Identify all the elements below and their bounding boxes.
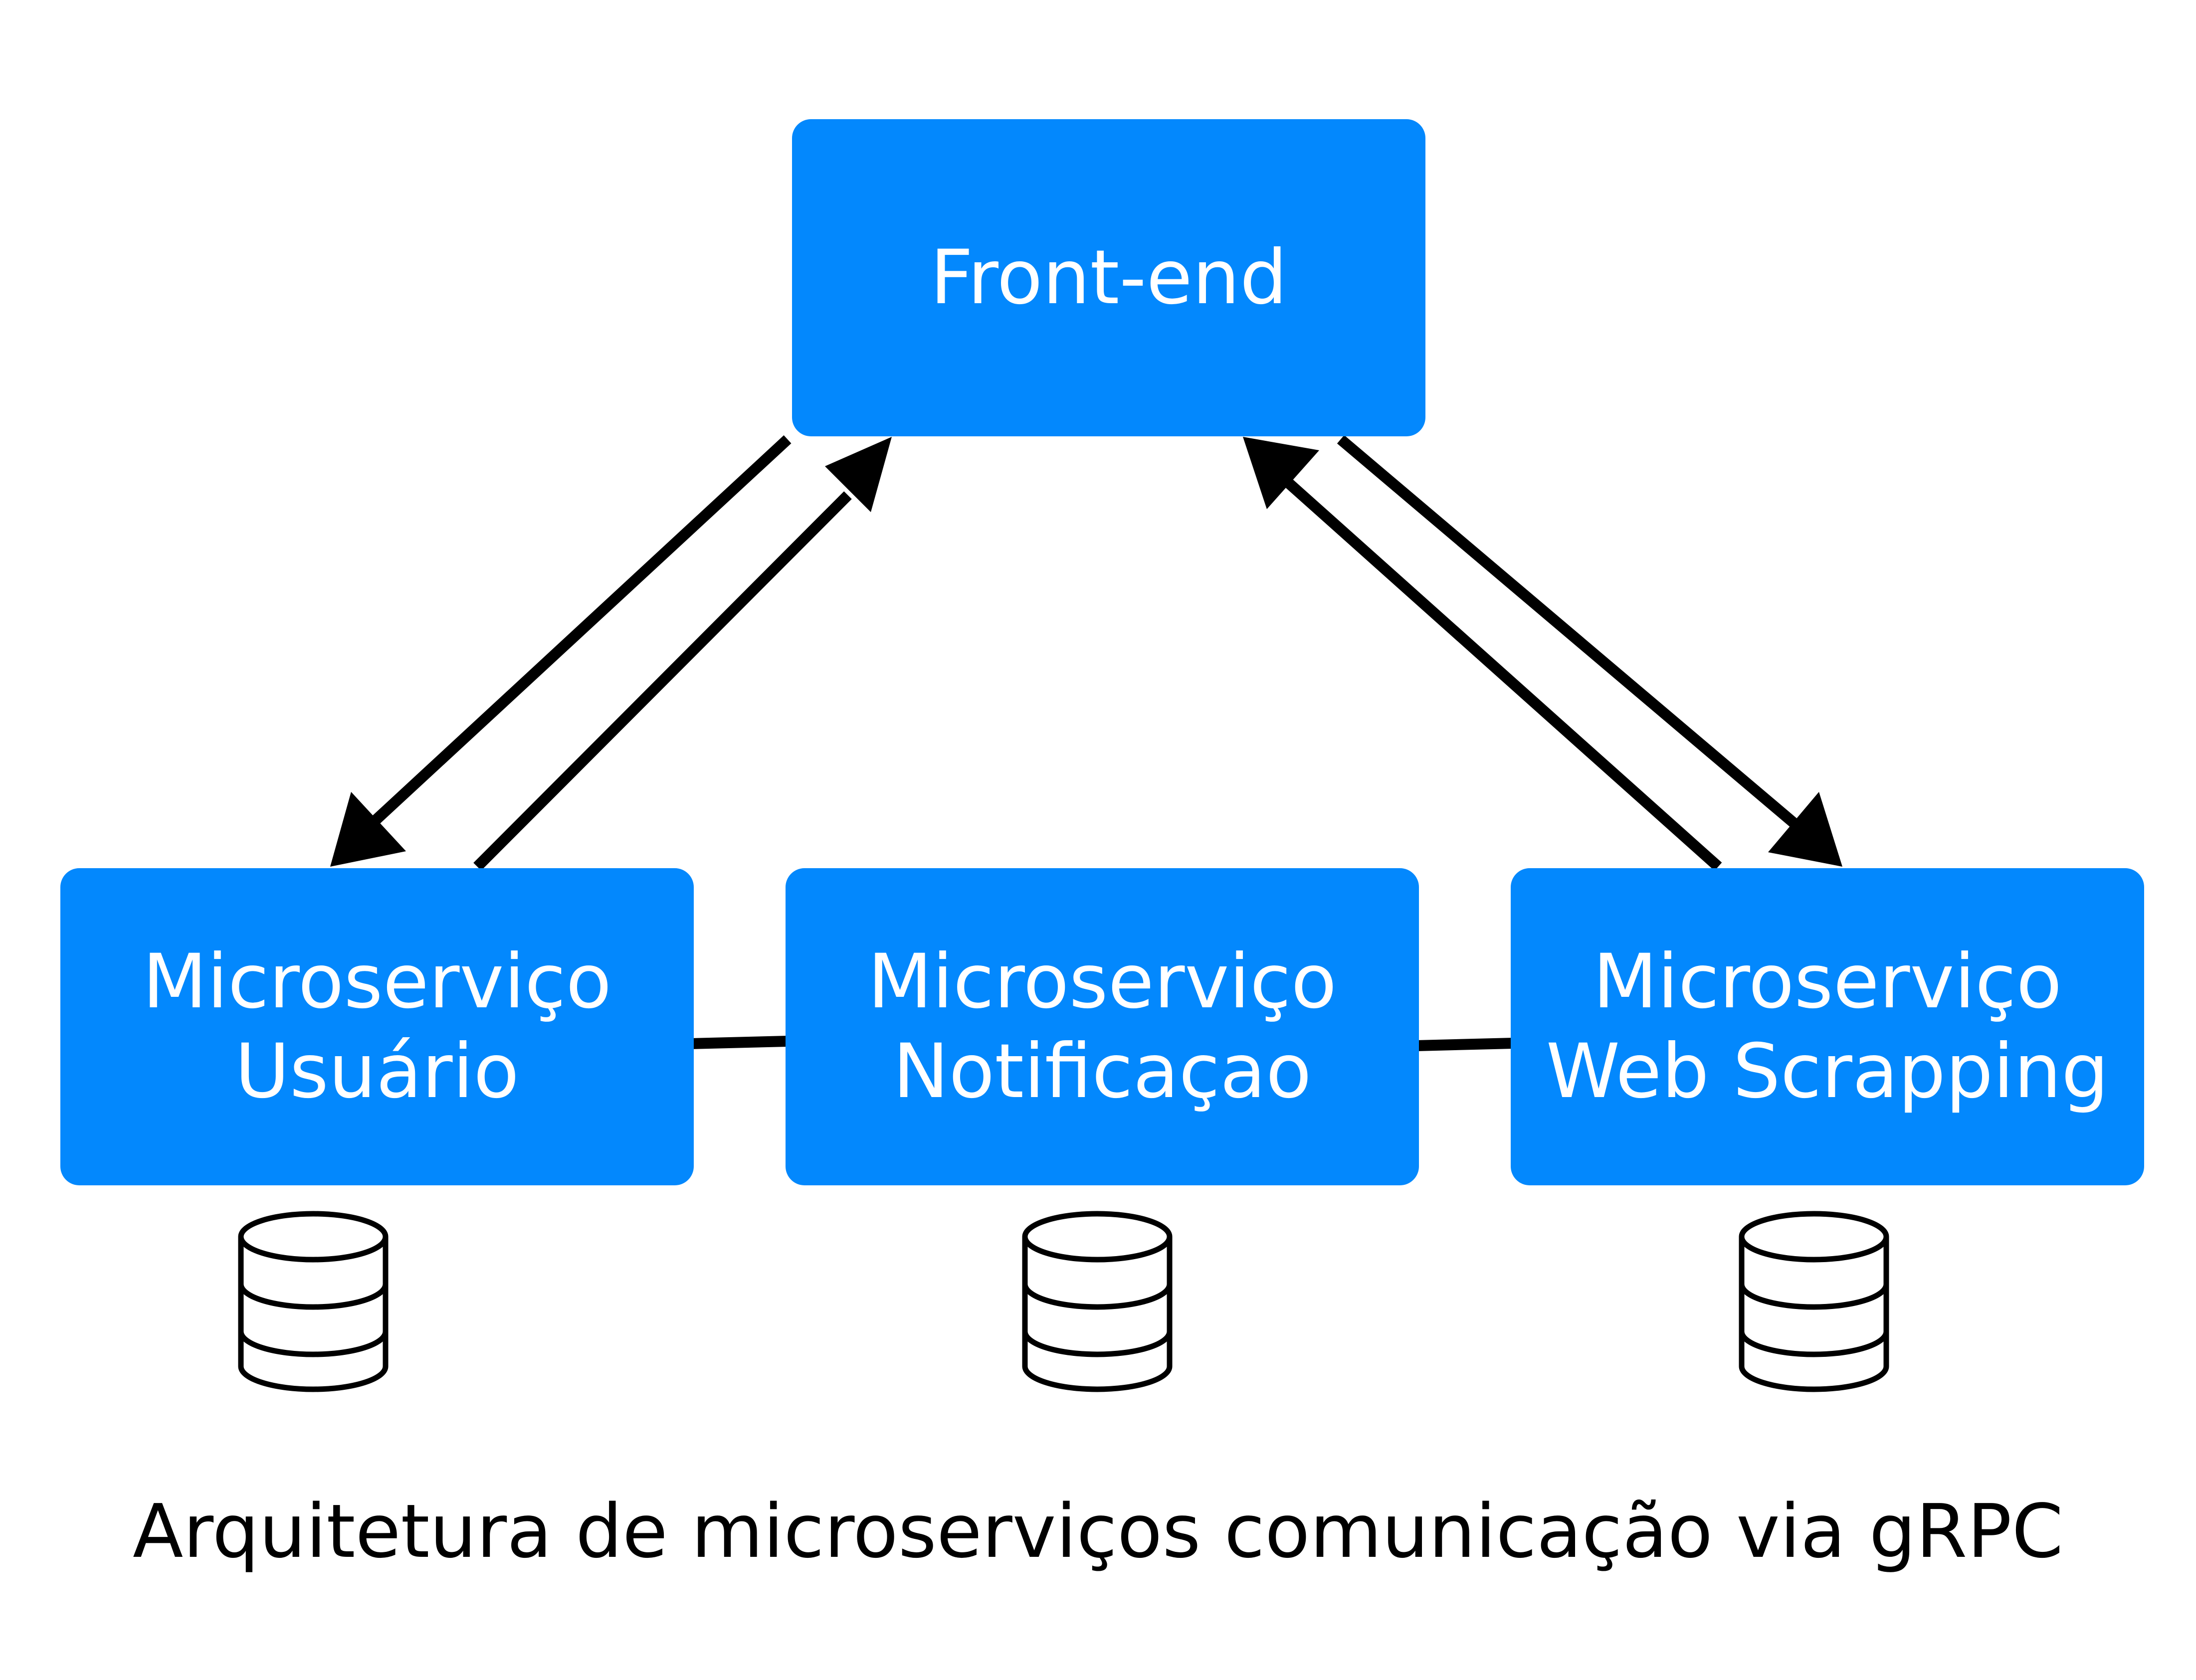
arrow-frontend-to-usuario — [366, 435, 792, 830]
arrowhead-to-frontend-right — [1243, 437, 1319, 509]
database-icon — [1739, 1211, 1889, 1392]
webscrap-label-line2: Web Scrapping — [1546, 1028, 2109, 1115]
usuario-label-line1: Microserviço — [142, 938, 612, 1025]
arrowhead-to-webscrap — [1768, 792, 1842, 867]
microservico-usuario-node: Microserviço Usuário — [60, 868, 694, 1185]
microservico-notificacao-node: Microserviço Notificaçao — [786, 868, 1419, 1185]
arrow-frontend-to-webscrap — [1337, 435, 1803, 832]
notificacao-label-line1: Microserviço — [867, 938, 1337, 1025]
usuario-label-line2: Usuário — [234, 1028, 520, 1115]
link-notificacao-webscrap — [1416, 1038, 1514, 1051]
arrow-usuario-to-frontend — [473, 491, 852, 871]
microservico-web-scrapping-node: Microserviço Web Scrapping — [1511, 868, 2144, 1185]
database-icon — [238, 1211, 389, 1392]
frontend-label: Front-end — [930, 234, 1288, 321]
frontend-node: Front-end — [792, 119, 1425, 436]
arrow-webscrap-to-frontend — [1284, 478, 1722, 871]
diagram-caption: Arquitetura de microserviços comunicação… — [133, 1489, 2063, 1574]
arrowhead-to-frontend-left — [825, 437, 892, 512]
webscrap-label-line1: Microserviço — [1593, 938, 2062, 1025]
link-usuario-notificacao — [689, 1036, 789, 1049]
database-icon — [1022, 1211, 1173, 1392]
notificacao-label-line2: Notificaçao — [893, 1028, 1312, 1115]
arrowhead-to-usuario — [330, 792, 406, 867]
